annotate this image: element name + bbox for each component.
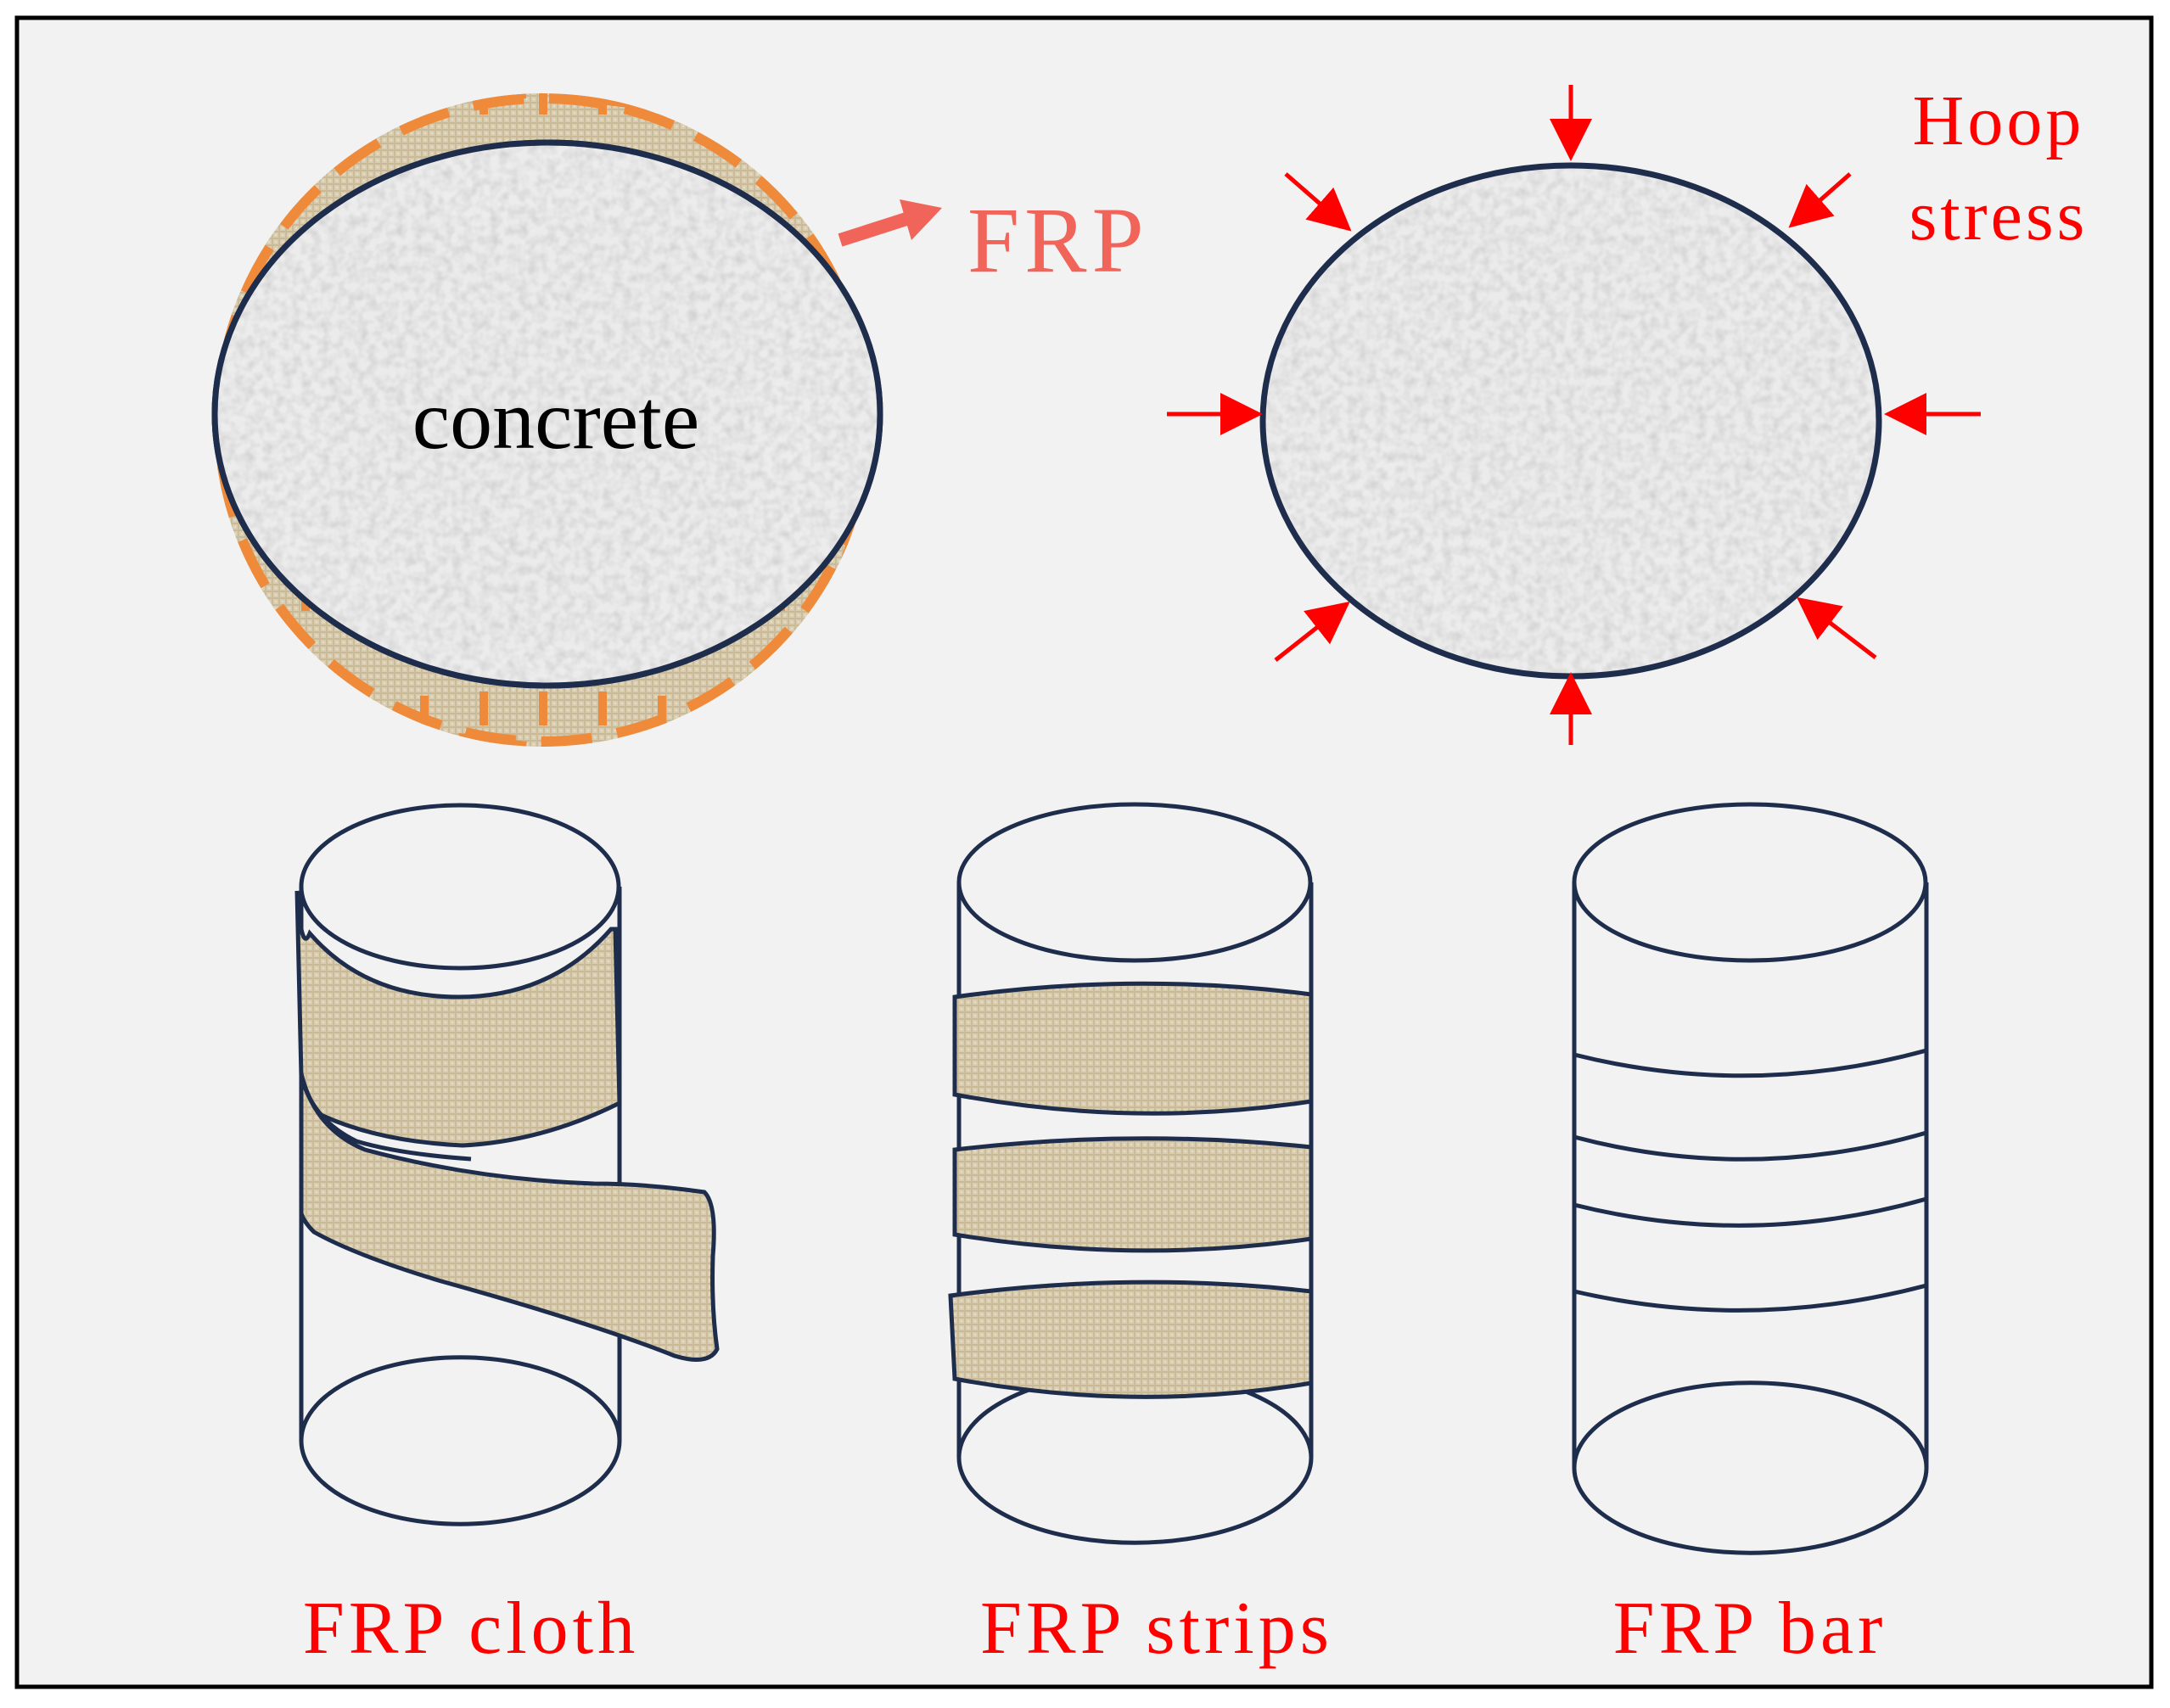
column-top-ellipse (1572, 802, 1928, 963)
frp-strip-3 (948, 1280, 1314, 1399)
frp-bar-hoop-3 (1573, 1196, 1927, 1228)
frp-strip-1 (952, 981, 1314, 1116)
label-frp-cloth: FRP cloth (303, 1588, 639, 1670)
column-frp-cloth (294, 803, 720, 1526)
frp-cloth-tail (299, 1072, 720, 1362)
column-frp-strips (948, 802, 1314, 1545)
hoop-stress-section: Hoop stress (1167, 81, 2089, 745)
hoop-stress-arrows (1167, 85, 1981, 745)
frp-jacket-section: concrete (211, 93, 883, 747)
frp-bar-hoop-2 (1573, 1130, 1927, 1162)
column-bottom-ellipse (956, 1457, 1314, 1545)
concrete-label: concrete (412, 372, 700, 467)
stress-arrow-bottom-right (1797, 596, 1877, 659)
frp-cloth-band (294, 890, 622, 1148)
hoop-stress-label-line2: stress (1909, 176, 2089, 255)
column-top-ellipse (956, 802, 1313, 963)
label-frp-strips: FRP strips (980, 1588, 1333, 1670)
column-bottom-ellipse (1572, 1467, 1929, 1555)
frp-bar-hoop-1 (1573, 1048, 1927, 1078)
frp-strip-2 (952, 1136, 1314, 1253)
label-frp-bar: FRP bar (1613, 1588, 1887, 1670)
hoop-stress-label-line1: Hoop (1913, 81, 2085, 160)
stress-arrow-top-left (1284, 172, 1352, 232)
frp-label: FRP (967, 188, 1149, 292)
stress-arrow-bottom-left (1274, 601, 1350, 662)
frp-bar-hoop-4 (1573, 1283, 1927, 1313)
column-bottom-ellipse (299, 1440, 622, 1526)
column-top-ellipse (299, 803, 621, 971)
stress-arrow-top-right (1788, 172, 1852, 228)
column-frp-bar (1572, 802, 1929, 1555)
frp-pointer-arrow (838, 199, 942, 247)
